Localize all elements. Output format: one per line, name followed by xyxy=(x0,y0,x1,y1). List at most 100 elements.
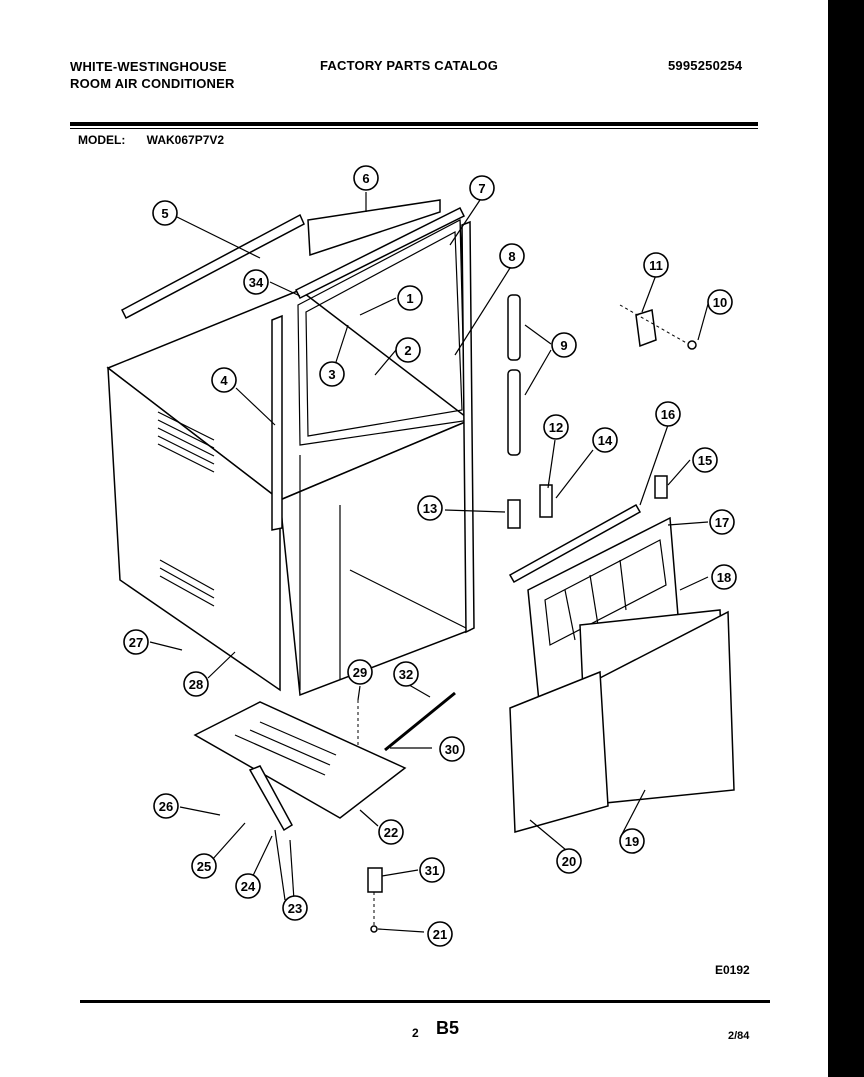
clip-12 xyxy=(539,484,553,518)
svg-text:19: 19 xyxy=(625,834,639,849)
svg-text:32: 32 xyxy=(399,667,413,682)
callout-9: 9 xyxy=(551,332,577,358)
svg-text:25: 25 xyxy=(197,859,211,874)
callout-15: 15 xyxy=(692,447,718,473)
model-label: MODEL: xyxy=(78,133,126,147)
bracket-11 xyxy=(635,309,657,348)
callout-14: 14 xyxy=(592,427,618,453)
svg-text:15: 15 xyxy=(698,453,712,468)
callout-23: 23 xyxy=(282,895,308,921)
svg-text:30: 30 xyxy=(445,742,459,757)
top-bracket xyxy=(307,199,441,257)
rod-32 xyxy=(384,691,456,752)
gasket-9b xyxy=(507,369,521,456)
catalog-title: FACTORY PARTS CATALOG xyxy=(320,58,499,73)
brand-line-2: ROOM AIR CONDITIONER xyxy=(70,76,235,91)
svg-text:20: 20 xyxy=(562,854,576,869)
callout-10: 10 xyxy=(707,289,733,315)
callout-21: 21 xyxy=(427,921,453,947)
header-rule-thick xyxy=(70,122,758,126)
cabinet-wrapper xyxy=(106,289,472,697)
screw-21 xyxy=(370,925,378,933)
callout-25: 25 xyxy=(191,853,217,879)
svg-text:17: 17 xyxy=(715,515,729,530)
model-line: MODEL: WAK067P7V2 xyxy=(78,133,224,147)
svg-text:13: 13 xyxy=(423,501,437,516)
support-leg xyxy=(248,765,293,832)
revision-date: 2/84 xyxy=(728,1030,750,1042)
callout-7: 7 xyxy=(469,175,495,201)
svg-text:18: 18 xyxy=(717,570,731,585)
gasket-9a xyxy=(507,294,521,361)
callout-13: 13 xyxy=(417,495,443,521)
callout-19: 19 xyxy=(619,828,645,854)
page-edge-border xyxy=(828,0,864,1077)
callout-26: 26 xyxy=(153,793,179,819)
header-rule-thin xyxy=(70,128,758,129)
svg-text:8: 8 xyxy=(508,249,515,264)
callout-31: 31 xyxy=(419,857,445,883)
svg-text:12: 12 xyxy=(549,420,563,435)
svg-text:2: 2 xyxy=(404,343,411,358)
svg-text:22: 22 xyxy=(384,825,398,840)
callout-32: 32 xyxy=(393,661,419,687)
svg-text:10: 10 xyxy=(713,295,727,310)
side-strip-8 xyxy=(461,220,475,634)
svg-text:26: 26 xyxy=(159,799,173,814)
model-value: WAK067P7V2 xyxy=(146,133,225,147)
svg-text:27: 27 xyxy=(129,635,143,650)
callout-6: 6 xyxy=(353,165,379,191)
svg-text:31: 31 xyxy=(425,863,439,878)
rail-16 xyxy=(508,503,642,584)
clip-13 xyxy=(507,499,521,529)
callout-27: 27 xyxy=(123,629,149,655)
drawing-code: E0192 xyxy=(715,963,750,977)
brand-line-1: WHITE-WESTINGHOUSE xyxy=(70,59,227,74)
svg-text:16: 16 xyxy=(661,407,675,422)
brand-header: WHITE-WESTINGHOUSE ROOM AIR CONDITIONER xyxy=(70,58,235,92)
callout-22: 22 xyxy=(378,819,404,845)
page-code: B5 xyxy=(436,1018,460,1038)
callout-29: 29 xyxy=(347,659,373,685)
svg-text:11: 11 xyxy=(649,258,663,273)
callout-4: 4 xyxy=(211,367,237,393)
callout-20: 20 xyxy=(556,848,582,874)
svg-text:29: 29 xyxy=(353,665,367,680)
leader-lines xyxy=(149,192,709,933)
svg-text:24: 24 xyxy=(241,879,256,894)
svg-text:4: 4 xyxy=(220,373,228,388)
svg-text:9: 9 xyxy=(560,338,567,353)
footer-rule xyxy=(80,1000,770,1003)
catalog-number: 5995250254 xyxy=(668,58,743,73)
svg-text:6: 6 xyxy=(362,171,369,186)
svg-text:34: 34 xyxy=(249,275,264,290)
svg-text:14: 14 xyxy=(598,433,613,448)
screw-10 xyxy=(687,340,697,350)
svg-text:7: 7 xyxy=(478,181,485,196)
callout-11: 11 xyxy=(643,252,669,278)
svg-text:23: 23 xyxy=(288,901,302,916)
bracket-31 xyxy=(367,867,383,893)
side-louvers xyxy=(157,411,215,607)
callout-8: 8 xyxy=(499,243,525,269)
front-panel-20 xyxy=(509,670,609,833)
callout-5: 5 xyxy=(152,200,178,226)
svg-text:28: 28 xyxy=(189,677,203,692)
base-pan xyxy=(193,701,407,819)
callout-12: 12 xyxy=(543,414,569,440)
callout-1: 1 xyxy=(397,285,423,311)
seal-strip-4 xyxy=(271,314,283,531)
seal-strip-5 xyxy=(121,213,305,320)
callout-2: 2 xyxy=(395,337,421,363)
exploded-parts-diagram: 1 2 3 4 5 6 7 8 9 10 11 12 13 14 15 16 1… xyxy=(106,165,737,947)
spring-15 xyxy=(654,475,668,499)
callout-16: 16 xyxy=(655,401,681,427)
svg-text:5: 5 xyxy=(161,206,168,221)
callout-17: 17 xyxy=(709,509,735,535)
svg-text:1: 1 xyxy=(406,291,413,306)
front-grille xyxy=(527,516,681,714)
callout-34: 34 xyxy=(243,269,269,295)
callout-28: 28 xyxy=(183,671,209,697)
callout-18: 18 xyxy=(711,564,737,590)
callout-30: 30 xyxy=(439,736,465,762)
